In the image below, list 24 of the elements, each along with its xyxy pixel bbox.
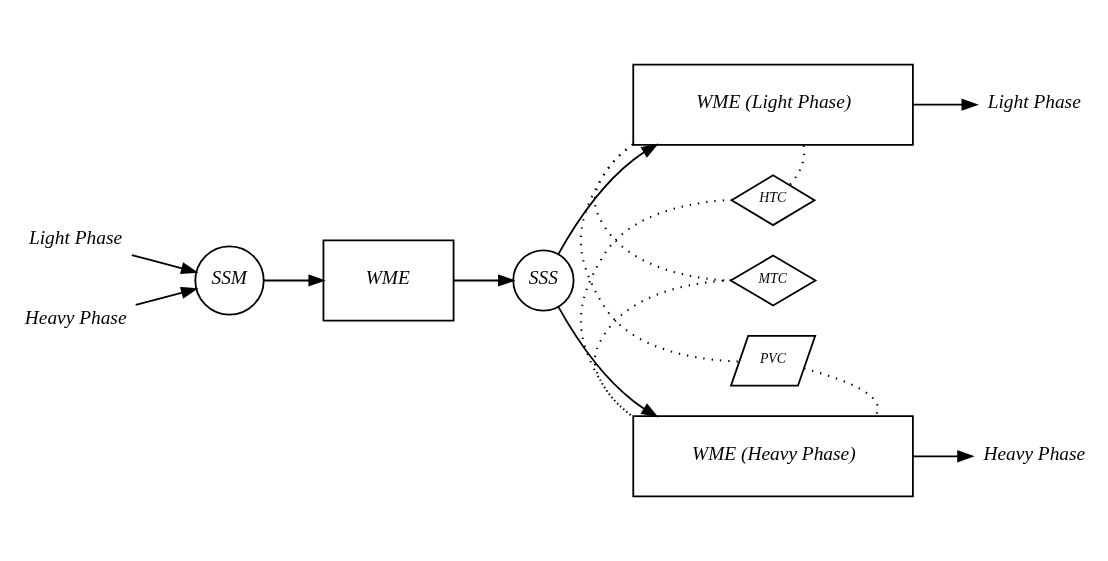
connector xyxy=(579,198,733,418)
arrow xyxy=(912,450,975,463)
node-box: WME xyxy=(322,239,455,322)
arrow xyxy=(130,254,199,275)
node-circle: SSM xyxy=(194,245,265,316)
connector xyxy=(803,367,879,417)
node-box: WME (Light Phase) xyxy=(632,63,914,146)
connector xyxy=(579,143,740,363)
arrow xyxy=(912,98,979,111)
connector xyxy=(593,279,732,418)
arrow xyxy=(453,274,516,287)
node-box: WME (Heavy Phase) xyxy=(632,415,914,498)
arrow xyxy=(557,306,659,418)
node-circle: SSS xyxy=(512,249,575,312)
node-diamond: MTC xyxy=(728,254,818,307)
arrow xyxy=(263,274,326,287)
node-text: Light Phase xyxy=(28,227,123,249)
connector xyxy=(789,145,806,186)
node-text: Heavy Phase xyxy=(24,307,127,329)
arrow xyxy=(557,143,659,255)
node-text: Light Phase xyxy=(987,91,1081,113)
arrow xyxy=(134,286,199,306)
node-diamond: HTC xyxy=(729,174,817,227)
node-text: Heavy Phase xyxy=(983,443,1086,465)
